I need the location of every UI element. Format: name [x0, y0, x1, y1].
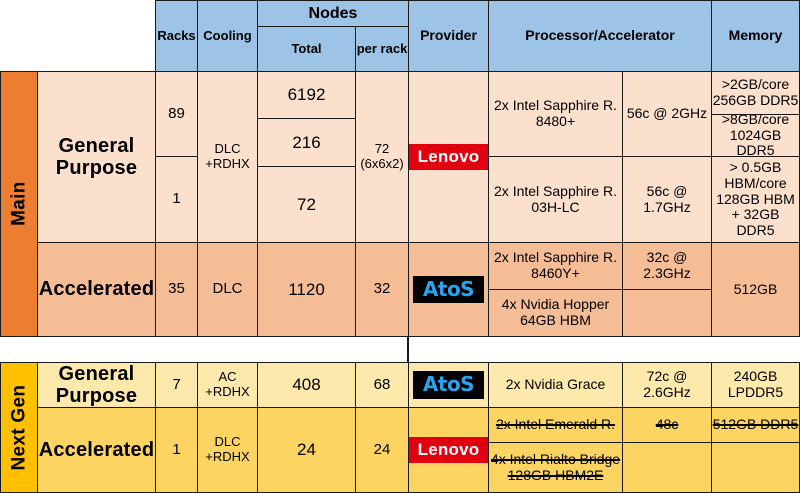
- header-cooling: Cooling: [197, 0, 258, 72]
- cell-ng-gp-total: 408: [257, 362, 356, 408]
- cell-ng-acc-provider: Lenovo: [408, 407, 489, 493]
- cell-ng-acc-proc-1: 2x Intel Emerald R.: [488, 407, 623, 443]
- cell-main-gp-memory-2: >8GB/core 1024GB DDR5: [711, 114, 800, 157]
- cell-ng-gp-provider: AtoS: [408, 362, 489, 408]
- cell-ng-gp-racks: 7: [155, 362, 198, 408]
- cell-main-gp-cores-1: 56c @ 2GHz: [622, 71, 712, 157]
- cell-ng-acc-cooling: DLC +RDHX: [197, 407, 258, 493]
- cell-ng-gp-per-rack: 68: [355, 362, 409, 408]
- cell-main-acc-proc-2: 4x Nvidia Hopper 64GB HBM: [488, 289, 623, 337]
- cell-ng-acc-memory: 512GB DDR5: [711, 407, 800, 443]
- cell-main-acc-provider: AtoS: [408, 242, 489, 337]
- section-label-main-text: Main: [8, 181, 30, 227]
- header-memory: Memory: [711, 0, 800, 72]
- cell-ng-acc-proc-2: 4x Intel Rialto Bridge 128GB HBM2E: [488, 442, 623, 493]
- cell-main-acc-memory: 512GB: [711, 242, 800, 337]
- cell-ng-gp-proc: 2x Nvidia Grace: [488, 362, 623, 408]
- header-nodes: Nodes: [257, 0, 409, 27]
- cell-main-acc-total: 1120: [257, 242, 356, 337]
- cell-main-gp-cooling: DLC +RDHX: [197, 71, 258, 243]
- cell-main-acc-cores-2: [622, 289, 712, 337]
- cell-main-acc-proc-1: 2x Intel Sapphire R. 8460Y+: [488, 242, 623, 290]
- section-gap-divider: [407, 336, 409, 363]
- cell-main-gp-proc-2: 2x Intel Sapphire R. 03H-LC: [488, 156, 623, 243]
- section-label-next-gen: Next Gen: [0, 362, 38, 493]
- cell-main-gp-racks-1: 89: [155, 71, 198, 157]
- cell-main-acc-per-rack: 32: [355, 242, 409, 337]
- cell-ng-acc-per-rack: 24: [355, 407, 409, 493]
- header-nodes-total: Total: [257, 26, 356, 72]
- cell-main-gp-memory-1: >2GB/core 256GB DDR5: [711, 71, 800, 115]
- lenovo-logo: Lenovo: [409, 436, 488, 464]
- cell-main-gp-total-3: 72: [257, 166, 356, 243]
- atos-logo: AtoS: [412, 275, 485, 304]
- row-label-nextgen-general-purpose: General Purpose: [37, 362, 156, 408]
- atos-logo: AtoS: [412, 371, 485, 399]
- header-racks: Racks: [155, 0, 198, 72]
- section-label-main: Main: [0, 71, 38, 337]
- cell-main-gp-racks-2: 1: [155, 156, 198, 243]
- cell-main-gp-total-1: 6192: [257, 71, 356, 119]
- cell-main-gp-proc-1: 2x Intel Sapphire R. 8480+: [488, 71, 623, 157]
- section-label-next-gen-text: Next Gen: [8, 384, 30, 471]
- cell-main-gp-provider: Lenovo: [408, 71, 489, 243]
- cell-main-gp-total-2: 216: [257, 118, 356, 167]
- row-label-nextgen-accelerated: Accelerated: [37, 407, 156, 493]
- cell-main-acc-cores-1: 32c @ 2.3GHz: [622, 242, 712, 290]
- cell-main-acc-cooling: DLC: [197, 242, 258, 337]
- cell-ng-acc-cores-2: [622, 442, 712, 493]
- cell-ng-gp-cooling: AC +RDHX: [197, 362, 258, 408]
- cell-ng-acc-memory-filler: [711, 442, 800, 493]
- cell-ng-acc-racks: 1: [155, 407, 198, 493]
- cell-main-acc-racks: 35: [155, 242, 198, 337]
- header-nodes-per-rack: per rack: [355, 26, 409, 72]
- cell-main-gp-cores-2: 56c @ 1.7GHz: [622, 156, 712, 243]
- cell-ng-acc-total: 24: [257, 407, 356, 493]
- cell-ng-gp-memory: 240GB LPDDR5: [711, 362, 800, 408]
- header-provider: Provider: [408, 0, 489, 72]
- row-label-main-accelerated: Accelerated: [37, 242, 156, 337]
- header-processor: Processor/Accelerator: [488, 0, 712, 72]
- lenovo-logo: Lenovo: [409, 143, 488, 171]
- cell-ng-gp-cores: 72c @ 2.6GHz: [622, 362, 712, 408]
- cell-ng-acc-cores-1: 48c: [622, 407, 712, 443]
- cell-main-gp-per-rack: 72 (6x6x2): [355, 71, 409, 243]
- cell-main-gp-memory-3: > 0.5GB HBM/core 128GB HBM + 32GB DDR5: [711, 156, 800, 243]
- row-label-main-general-purpose: General Purpose: [37, 71, 156, 243]
